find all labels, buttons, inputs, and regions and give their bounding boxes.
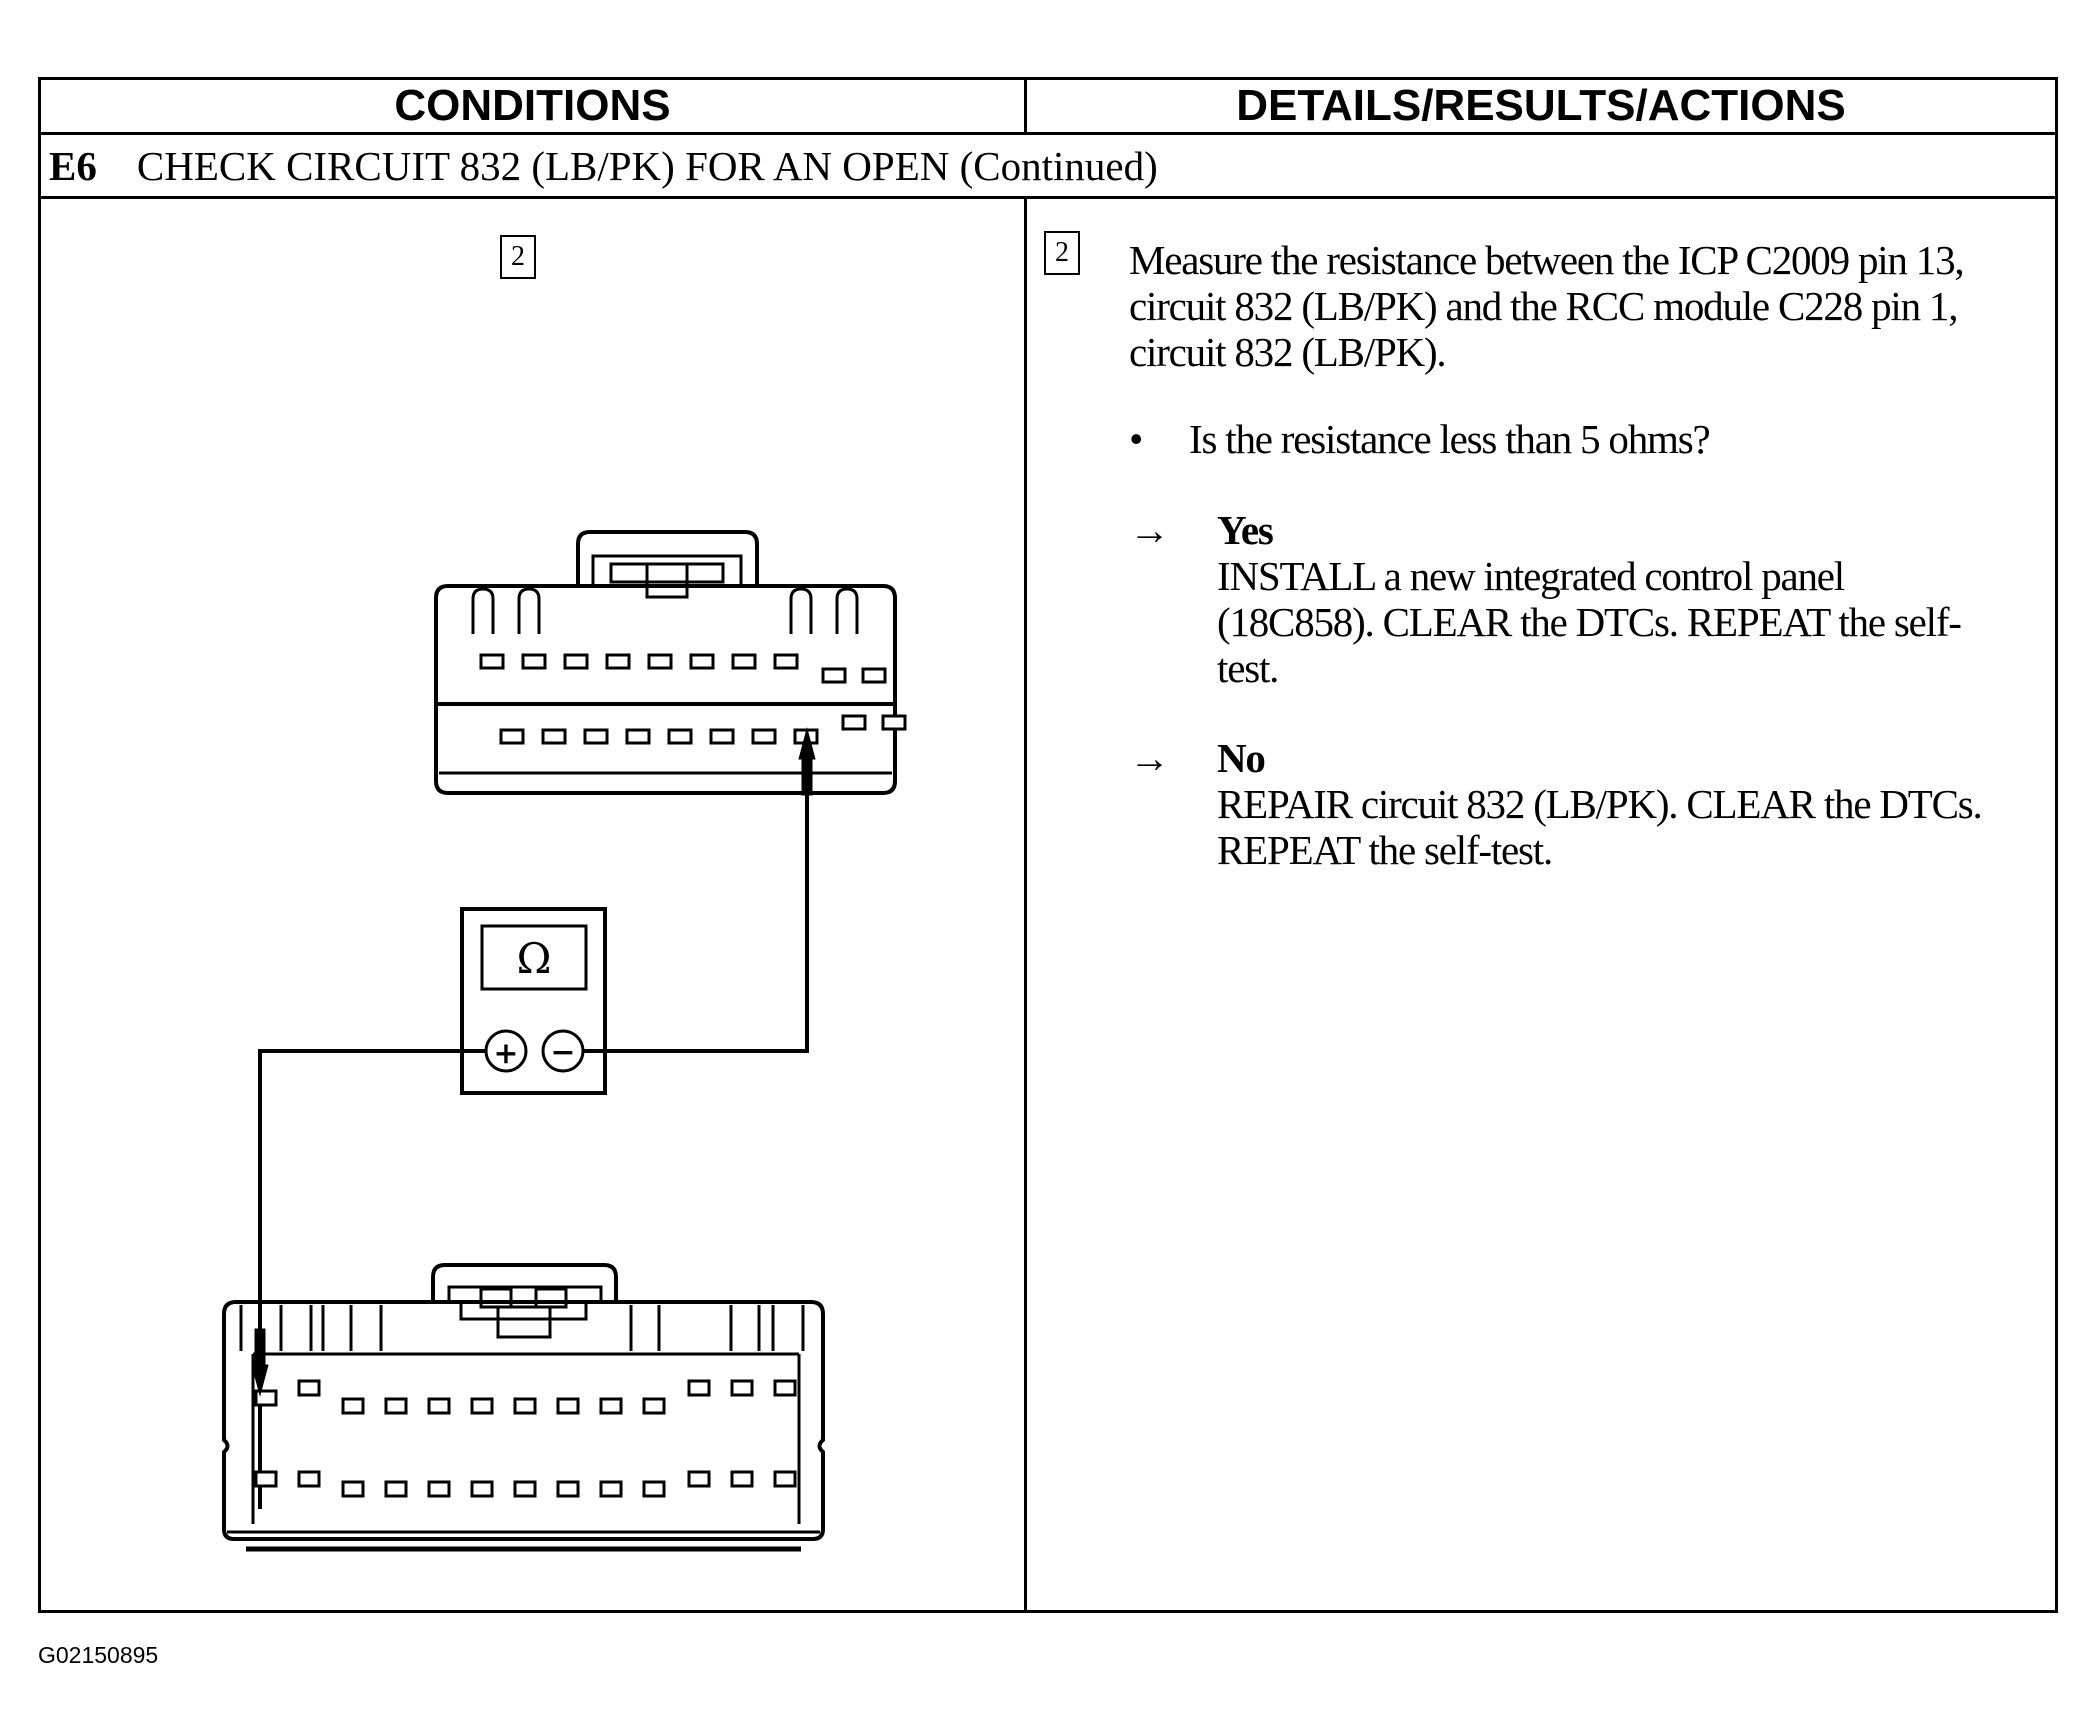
rcc-connector [222, 1263, 825, 1552]
rcc-connector-pins [254, 1379, 797, 1498]
yes-label: Yes [1217, 507, 1274, 553]
ohm-symbol: Ω [517, 934, 552, 983]
step-title-row: E6 CHECK CIRCUIT 832 (LB/PK) FOR AN OPEN… [41, 135, 2055, 199]
conditions-cell: 2 [41, 199, 1027, 1613]
rcc-probe [251, 1328, 269, 1397]
connector-test-diagram: Ω + − [222, 530, 907, 1552]
no-label: No [1217, 735, 1266, 781]
meter-minus-icon: − [550, 1035, 575, 1070]
details-cell: 2 Measure the resistance between the ICP… [1027, 199, 2055, 1613]
step-body-row: 2 [41, 199, 2055, 1613]
meter-leads [258, 743, 809, 1509]
diagnostic-table: CONDITIONS DETAILS/RESULTS/ACTIONS E6 CH… [38, 77, 2058, 1613]
no-action: REPAIR circuit 832 (LB/PK). CLEAR the DT… [1217, 781, 1983, 873]
icp-connector-pins [479, 653, 907, 745]
arrow-right-icon: → [1129, 507, 1170, 553]
measure-instruction: Measure the resistance between the ICP C… [1129, 237, 1965, 375]
yes-action: INSTALL a new integrated control panel (… [1217, 553, 1962, 691]
conditions-step-number: 2 [500, 235, 536, 279]
details-header: DETAILS/RESULTS/ACTIONS [1236, 81, 1846, 130]
icp-connector [434, 530, 897, 795]
step-id: E6 [49, 142, 97, 189]
arrow-right-icon: → [1129, 735, 1170, 781]
meter-plus-icon: + [493, 1036, 518, 1071]
figure-code: G02150895 [38, 1642, 159, 1668]
step-title: CHECK CIRCUIT 832 (LB/PK) FOR AN OPEN (C… [136, 142, 1158, 189]
details-step-number: 2 [1044, 231, 1080, 275]
bullet-icon: • [1129, 416, 1143, 462]
resistance-question: Is the resistance less than 5 ohms? [1189, 416, 1711, 462]
table-header-row: CONDITIONS DETAILS/RESULTS/ACTIONS [41, 80, 2055, 135]
conditions-header: CONDITIONS [41, 80, 1027, 132]
